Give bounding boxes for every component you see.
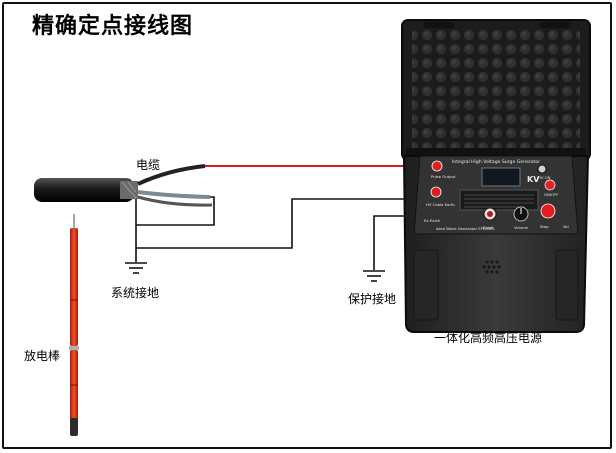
hv-generator: Integral High Voltage Surge Generator KV… (401, 19, 591, 333)
knob-label: Volume (514, 225, 529, 230)
cable-core-grey (137, 190, 211, 199)
protective-ground-label: 保护接地 (348, 292, 397, 306)
stop-button (540, 203, 556, 219)
panel-left-label-1: HV Cable Earth (426, 202, 455, 207)
protective-ground-symbol (363, 270, 385, 282)
panel-left-label-0: Pulse Output (431, 174, 456, 179)
diagram-title: 精确定点接线图 (32, 14, 194, 39)
hv-earth-wire (136, 198, 432, 249)
power-cable (34, 164, 213, 207)
panel-right-label-4: Vol (563, 224, 569, 229)
panel-right-label-2: Reset (483, 225, 494, 230)
power-switch (544, 179, 556, 191)
cable-core-red-phase (137, 164, 206, 186)
system-ground-symbol (125, 262, 147, 274)
kv-display (481, 167, 521, 187)
panel-left-label-2: Ex Earth (424, 218, 441, 223)
panel-header: Integral High Voltage Surge Generator (452, 159, 540, 165)
diagram-frame (2, 2, 612, 449)
wiring (135, 163, 440, 270)
hv-earth-terminal (430, 186, 442, 198)
panel-right-label-1: ON/OFF (544, 192, 558, 197)
panel-right-label-3: Stop (540, 224, 549, 229)
pulse-output-terminal (431, 160, 443, 172)
cable-label: 电缆 (136, 158, 161, 172)
discharge-rod (69, 214, 79, 436)
rod-end-cap (70, 418, 78, 436)
system-ground-label: 系统接地 (111, 286, 160, 300)
foam-lining (412, 30, 580, 150)
kv-unit: KV (527, 175, 540, 184)
panel-right-label-0: HV ON (538, 175, 551, 180)
rod-upper (70, 228, 78, 346)
speaker-grille (482, 260, 501, 274)
panel-bottom-label: Isled Wave Generator EPG-DSL (436, 226, 496, 231)
hv-on-indicator (537, 164, 547, 174)
cable-shield-wire (136, 196, 215, 226)
generator-label: 一体化高频高压电源 (434, 331, 543, 345)
discharge-rod-label: 放电棒 (24, 349, 61, 363)
